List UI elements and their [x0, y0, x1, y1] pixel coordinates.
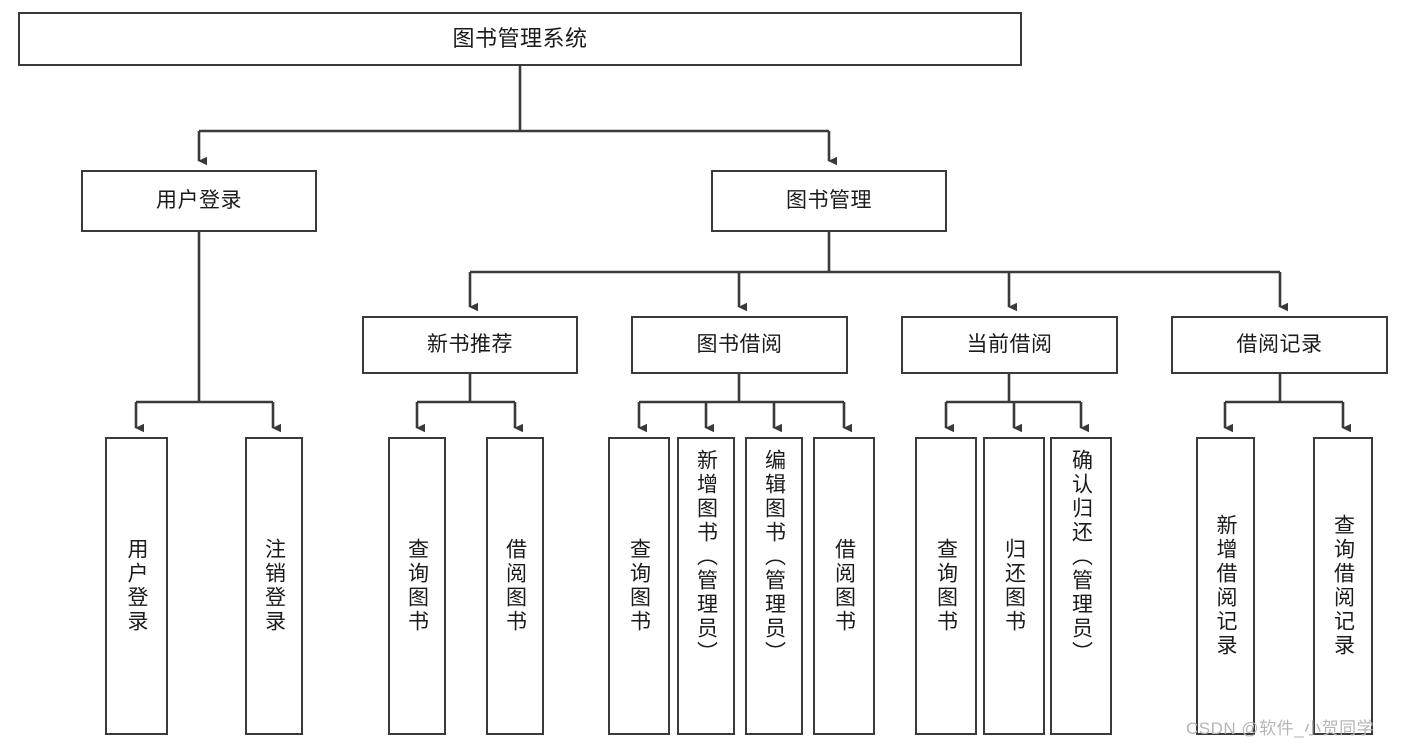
node-borrow-record-label: 借阅记录 [1236, 332, 1323, 356]
node-leaf-add-record[interactable]: 新增借阅记录 [1196, 437, 1255, 735]
node-current-borrow[interactable]: 当前借阅 [901, 316, 1118, 374]
node-leaf-user-logout[interactable]: 注销登录 [245, 437, 303, 735]
node-leaf-query-book-2-label: 查询图书 [627, 538, 651, 634]
node-leaf-confirm-return-label: 确认归还（管理员） [1069, 449, 1093, 665]
node-leaf-edit-book[interactable]: 编辑图书（管理员） [745, 437, 803, 735]
node-book-manage-label: 图书管理 [786, 188, 872, 212]
node-book-borrow[interactable]: 图书借阅 [631, 316, 848, 374]
node-leaf-user-login-label: 用户登录 [125, 538, 148, 634]
node-book-manage[interactable]: 图书管理 [711, 170, 947, 232]
node-leaf-borrow-book-1[interactable]: 借阅图书 [486, 437, 544, 735]
node-user-login[interactable]: 用户登录 [81, 170, 317, 232]
node-leaf-query-book-1-label: 查询图书 [405, 538, 429, 634]
node-root-label: 图书管理系统 [452, 26, 588, 52]
node-leaf-query-book-1[interactable]: 查询图书 [388, 437, 446, 735]
node-leaf-return-book[interactable]: 归还图书 [983, 437, 1045, 735]
node-leaf-user-logout-label: 注销登录 [262, 538, 286, 634]
node-leaf-user-login[interactable]: 用户登录 [105, 437, 168, 735]
node-leaf-query-book-3[interactable]: 查询图书 [915, 437, 977, 735]
node-leaf-query-book-2[interactable]: 查询图书 [608, 437, 670, 735]
node-new-book-rec-label: 新书推荐 [427, 332, 513, 356]
node-root[interactable]: 图书管理系统 [18, 12, 1022, 66]
node-current-borrow-label: 当前借阅 [966, 332, 1053, 356]
node-book-borrow-label: 图书借阅 [696, 332, 783, 356]
node-leaf-query-book-3-label: 查询图书 [934, 538, 958, 634]
node-leaf-confirm-return[interactable]: 确认归还（管理员） [1050, 437, 1112, 735]
node-leaf-borrow-book-2[interactable]: 借阅图书 [813, 437, 875, 735]
node-leaf-query-record[interactable]: 查询借阅记录 [1313, 437, 1373, 735]
node-leaf-add-book-label: 新增图书（管理员） [694, 449, 718, 665]
node-leaf-borrow-book-2-label: 借阅图书 [832, 538, 856, 634]
node-leaf-query-record-label: 查询借阅记录 [1331, 514, 1355, 658]
node-leaf-borrow-book-1-label: 借阅图书 [503, 538, 527, 634]
node-leaf-return-book-label: 归还图书 [1002, 538, 1026, 634]
node-leaf-add-record-label: 新增借阅记录 [1214, 514, 1237, 658]
node-user-login-label: 用户登录 [156, 188, 242, 212]
node-leaf-edit-book-label: 编辑图书（管理员） [762, 449, 786, 665]
node-borrow-record[interactable]: 借阅记录 [1171, 316, 1388, 374]
node-new-book-rec[interactable]: 新书推荐 [362, 316, 578, 374]
node-leaf-add-book[interactable]: 新增图书（管理员） [677, 437, 735, 735]
csdn-watermark: CSDN @软件_小贺同学 [1186, 719, 1375, 738]
